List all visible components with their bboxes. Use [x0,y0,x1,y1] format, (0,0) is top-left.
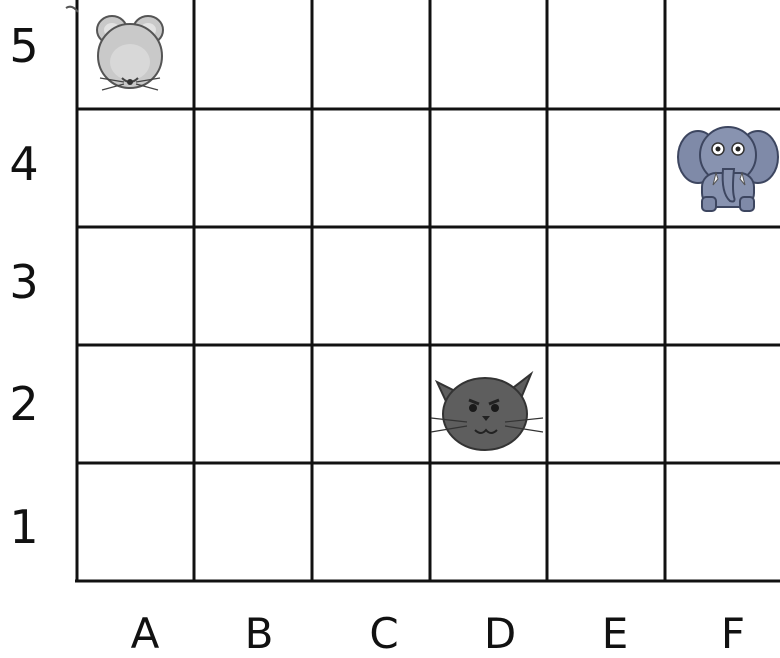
row-label: 5 [9,19,38,73]
column-label: E [602,609,629,658]
row-labels: 5 4 3 2 1 [9,19,38,554]
column-label: F [721,609,745,658]
row-label: 1 [9,500,38,554]
column-label: D [484,609,516,658]
mouse-icon [66,7,163,90]
column-label: C [369,609,398,658]
row-label: 2 [9,377,38,431]
column-label: A [131,609,160,658]
row-label: 4 [9,137,38,191]
cat-icon [431,374,543,450]
column-label: B [245,609,274,658]
grid-lines [75,0,780,581]
elephant-icon [678,127,778,211]
row-label: 3 [9,255,38,309]
column-labels: A B C D E F [131,609,745,658]
